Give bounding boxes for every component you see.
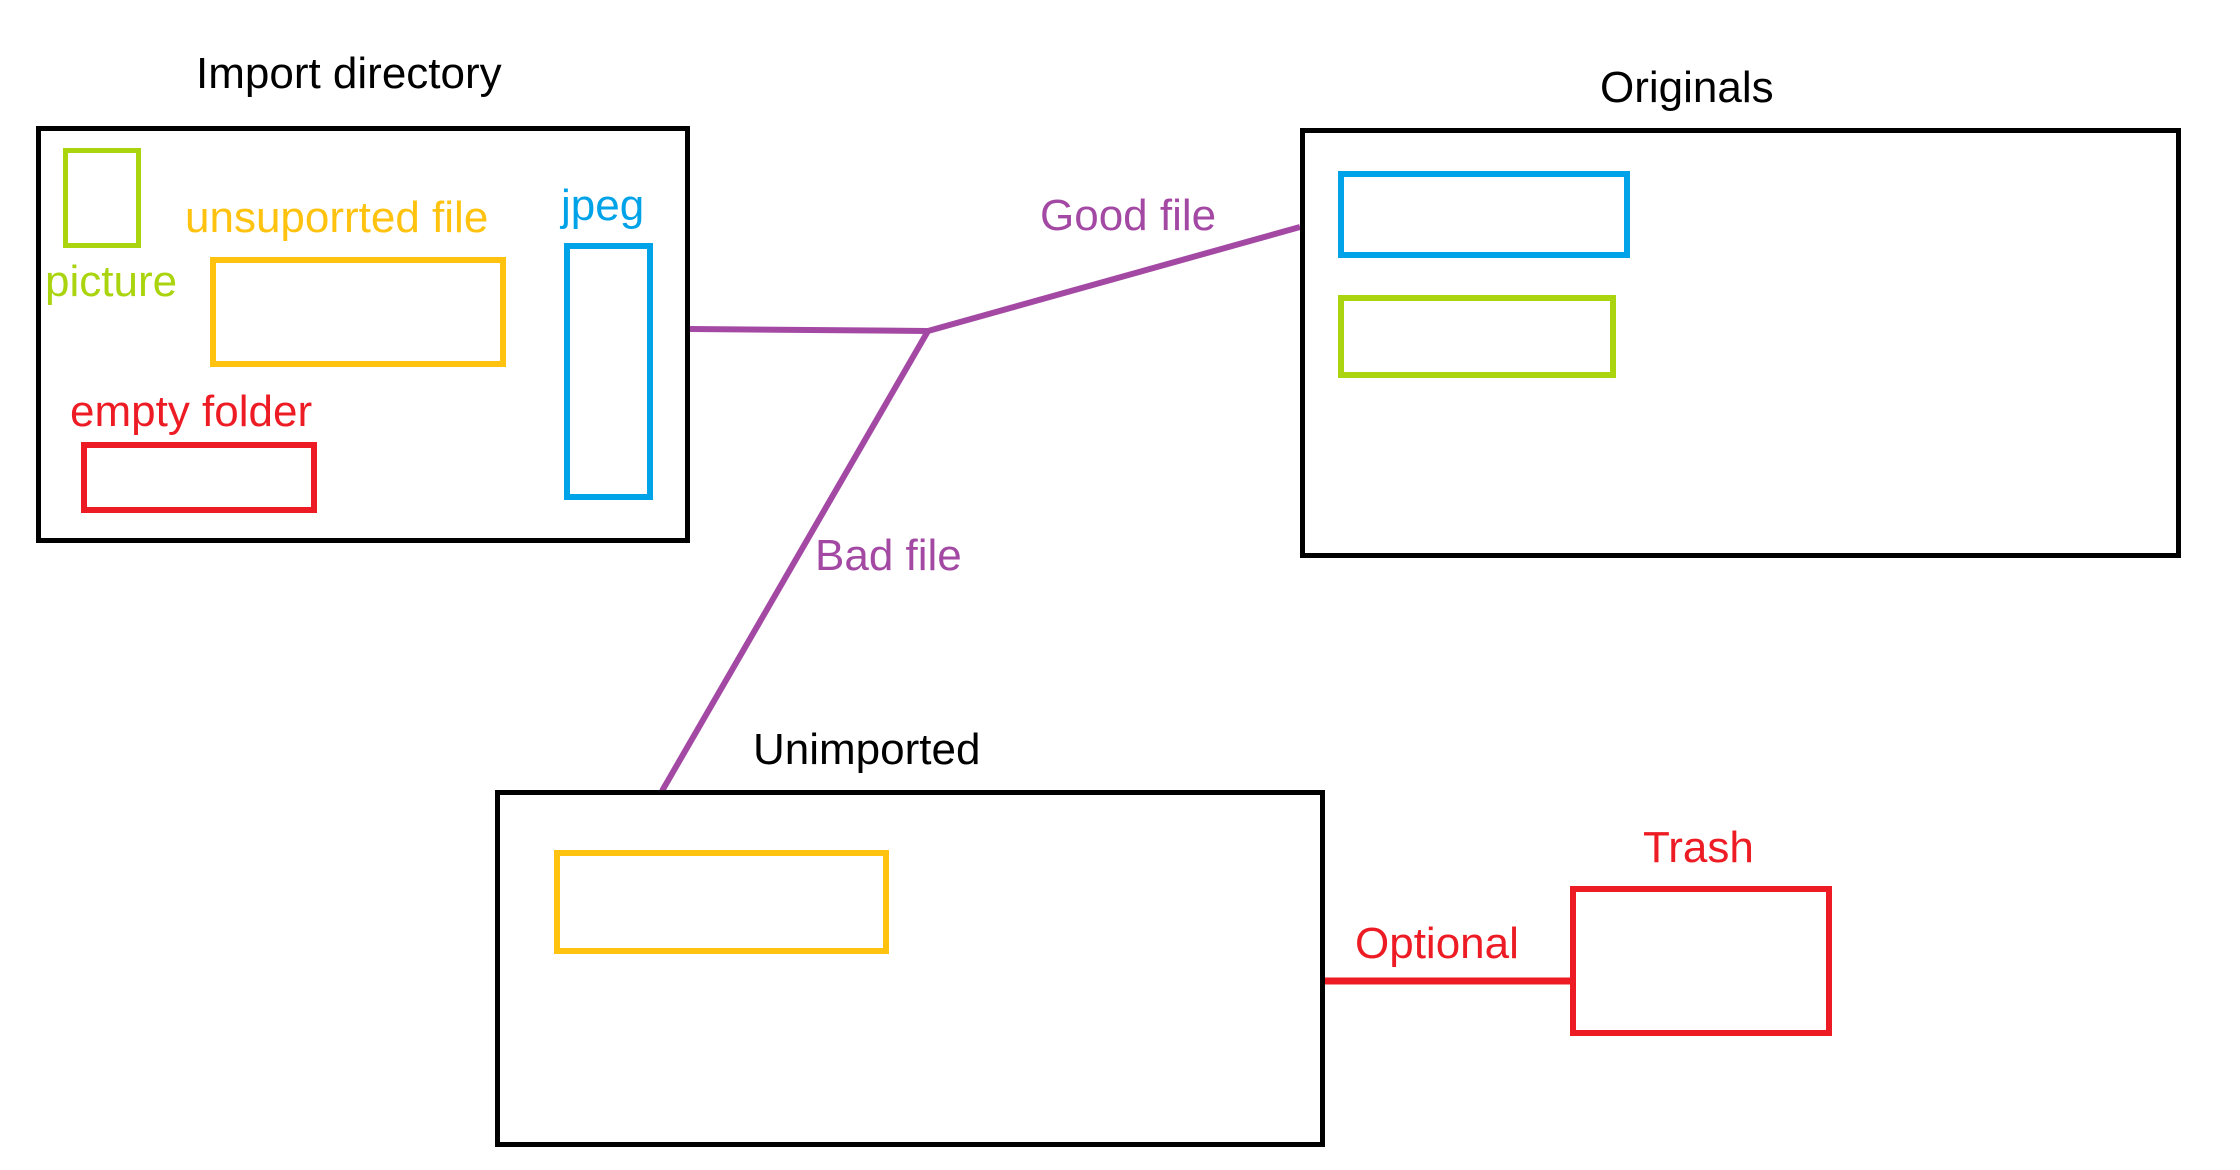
originals-box [1300, 128, 2181, 558]
unsupported-file-rect [210, 257, 506, 367]
optional-edge-label: Optional [1355, 919, 1519, 968]
picture-label: picture [45, 257, 178, 306]
bad-file-edge-label: Bad file [815, 531, 962, 580]
unsupported-file-label: unsuporrted file [185, 193, 489, 242]
import-directory-title: Import directory [196, 49, 502, 98]
empty-folder-rect [81, 442, 317, 513]
good-file-line [689, 224, 1301, 335]
unimported-gold-file-rect [554, 850, 889, 954]
originals-title: Originals [1600, 63, 1774, 112]
empty-folder-label: empty folder [70, 387, 313, 436]
originals-blue-file-rect [1338, 171, 1630, 258]
originals-lime-file-rect [1338, 295, 1616, 378]
trash-box [1570, 886, 1832, 1036]
unimported-box [495, 790, 1325, 1147]
jpeg-label: jpeg [561, 181, 645, 230]
picture-file-rect [63, 148, 141, 248]
jpeg-file-rect [564, 243, 653, 500]
import-directory-box [36, 126, 690, 543]
unimported-title: Unimported [753, 725, 981, 774]
good-file-edge-label: Good file [1040, 191, 1217, 240]
trash-title: Trash [1643, 823, 1754, 872]
